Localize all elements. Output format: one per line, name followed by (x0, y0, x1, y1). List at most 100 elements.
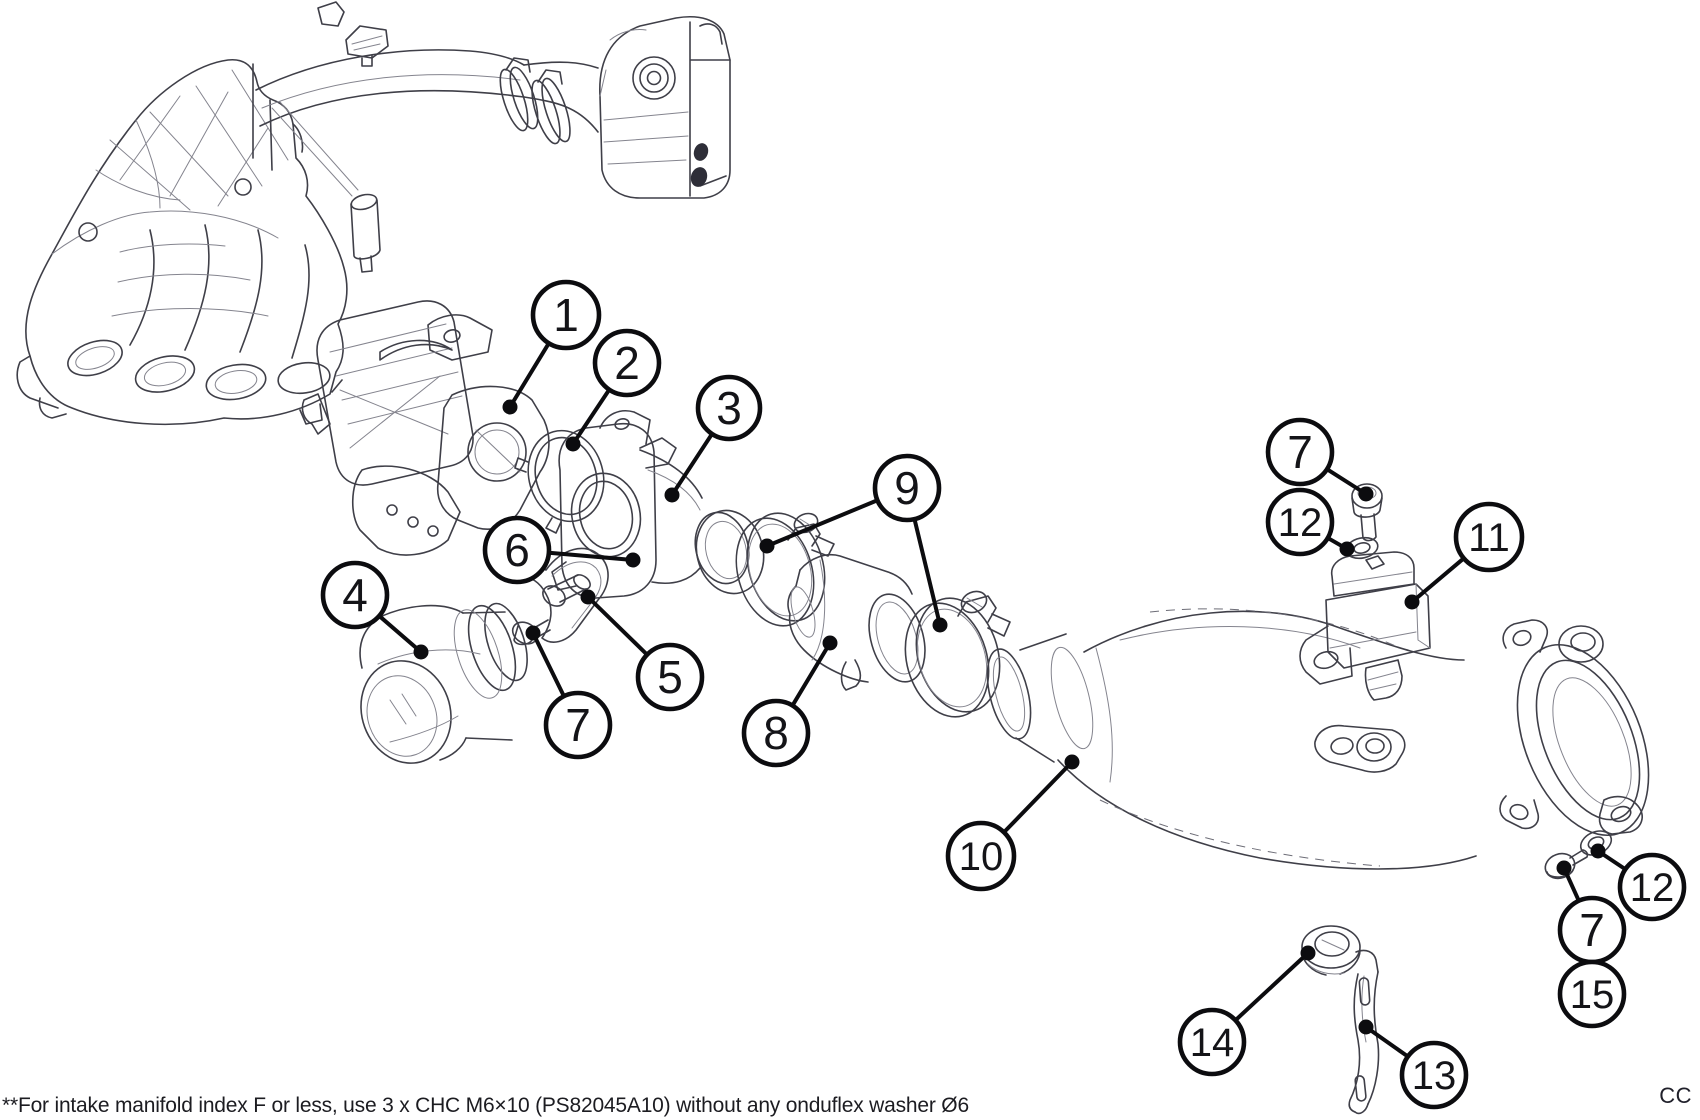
callout-number: 14 (1190, 1021, 1235, 1065)
callout-balloon-14[interactable] (1177, 1007, 1247, 1077)
callout-number: 1 (553, 289, 579, 341)
callout-leader-line (1001, 760, 1074, 835)
callout-10a: 10 (945, 754, 1080, 892)
callout-leader-line (790, 641, 832, 708)
callout-leader-line (377, 613, 423, 654)
part-9-clamp-rear-drawing (904, 590, 1011, 718)
callout-6a: 6 (482, 515, 641, 585)
callout-balloon-1[interactable] (530, 279, 602, 351)
callout-target-dot (580, 589, 596, 605)
callout-number: 10 (959, 835, 1004, 879)
callout-leader-line (1233, 951, 1310, 1023)
callout-number: 9 (894, 462, 920, 514)
callout-number: 5 (657, 651, 683, 703)
callout-7b: 7 (1265, 417, 1374, 502)
callout-3a: 3 (664, 374, 763, 503)
callout-balloon-7[interactable] (543, 690, 613, 760)
callout-number: 13 (1412, 1054, 1457, 1098)
callout-balloon-9[interactable] (872, 453, 942, 523)
callout-number: 3 (716, 382, 742, 434)
callout-leader-line (1410, 556, 1466, 604)
callout-balloon-10[interactable] (945, 820, 1017, 892)
callout-target-dot (625, 552, 641, 568)
callout-leader-line (531, 631, 566, 699)
callout-balloon-7[interactable] (1265, 417, 1335, 487)
dipstick-tube-drawing (271, 101, 381, 273)
callout-9a: 9 (759, 453, 948, 633)
callout-number: 7 (565, 699, 591, 751)
callout-8a: 8 (741, 635, 838, 768)
callout-12a: 12 (1265, 487, 1355, 557)
callout-2a: 2 (565, 328, 662, 452)
part-11-map-sensor-drawing (1299, 551, 1431, 701)
callout-number: 2 (614, 337, 640, 389)
callout-balloon-11[interactable] (1453, 501, 1525, 573)
callout-number: 15 (1570, 973, 1615, 1017)
callout-5a: 5 (580, 589, 705, 712)
callout-leader-line (508, 341, 551, 409)
corner-mark-text: CC (1659, 1083, 1692, 1108)
callout-target-dot (1064, 754, 1080, 770)
part-8-sleeve-drawing (787, 554, 926, 691)
assembled-throttle-unit-drawing (599, 16, 731, 199)
callout-target-dot (1556, 860, 1572, 876)
callout-balloon-3[interactable] (695, 374, 763, 442)
intake-manifold-drawing (16, 58, 348, 426)
callout-target-dot (1300, 945, 1316, 961)
callout-target-dot (1404, 594, 1420, 610)
callout-11a: 11 (1404, 501, 1525, 610)
footnote-text: **For intake manifold index F or less, u… (2, 1094, 969, 1117)
callout-target-dot (1358, 486, 1374, 502)
callout-leader-line (1324, 467, 1368, 496)
callout-1a: 1 (502, 279, 602, 415)
callout-target-dot (1339, 541, 1355, 557)
callout-target-dot (565, 436, 581, 452)
callout-15a: 15 (1557, 959, 1627, 1029)
callout-7c: 7 (1556, 860, 1627, 965)
callout-leader-line (1364, 1025, 1410, 1059)
callout-balloon-8[interactable] (741, 698, 811, 768)
callout-balloon-2[interactable] (592, 328, 662, 398)
callout-number: 12 (1630, 866, 1675, 910)
inlet-hose-drawing (255, 1, 599, 145)
callout-target-dot (1358, 1019, 1374, 1035)
callout-balloon-13[interactable] (1399, 1040, 1469, 1110)
callout-target-dot (1590, 843, 1606, 859)
callout-number: 7 (1579, 904, 1605, 956)
callout-balloon-12[interactable] (1265, 487, 1335, 557)
part-13-support-bracket-drawing (1348, 949, 1380, 1115)
callout-13a: 13 (1358, 1019, 1469, 1110)
callout-7a: 7 (525, 625, 613, 760)
callout-target-dot (664, 487, 680, 503)
callout-target-dot (822, 635, 838, 651)
callout-14a: 14 (1177, 945, 1316, 1077)
callout-4a: 4 (320, 560, 429, 660)
callout-target-dot (502, 399, 518, 415)
callout-layer: 12 3 4 6 5 7 8 9 10 11 7 12 12 7 15 13 14 (320, 279, 1687, 1110)
callout-number: 11 (1468, 516, 1510, 560)
part-2-gasket-drawing (514, 429, 605, 534)
callout-number: 6 (504, 524, 530, 576)
part-1-egr-valve-drawing (301, 300, 550, 556)
callout-leader-line (765, 498, 880, 548)
callout-balloon-4[interactable] (320, 560, 390, 630)
callout-number: 8 (763, 707, 789, 759)
callout-balloon-5[interactable] (635, 642, 705, 712)
callout-leader-line (546, 550, 635, 562)
callout-leader-line (586, 595, 650, 657)
callout-number: 7 (1287, 426, 1313, 478)
callout-number: 12 (1278, 501, 1323, 545)
callout-balloon-15[interactable] (1557, 959, 1627, 1029)
part-4-resonator-drawing (359, 602, 528, 764)
callout-12b: 12 (1590, 843, 1687, 922)
callout-target-dot (932, 617, 948, 633)
callout-target-dot (413, 644, 429, 660)
callout-balloon-6[interactable] (482, 515, 552, 585)
callout-leader-line (571, 387, 612, 446)
callout-leader-line (912, 517, 942, 627)
callout-balloon-12[interactable] (1617, 852, 1687, 922)
callout-number: 4 (342, 569, 368, 621)
part-7-bolt-c-drawing (1544, 849, 1589, 880)
